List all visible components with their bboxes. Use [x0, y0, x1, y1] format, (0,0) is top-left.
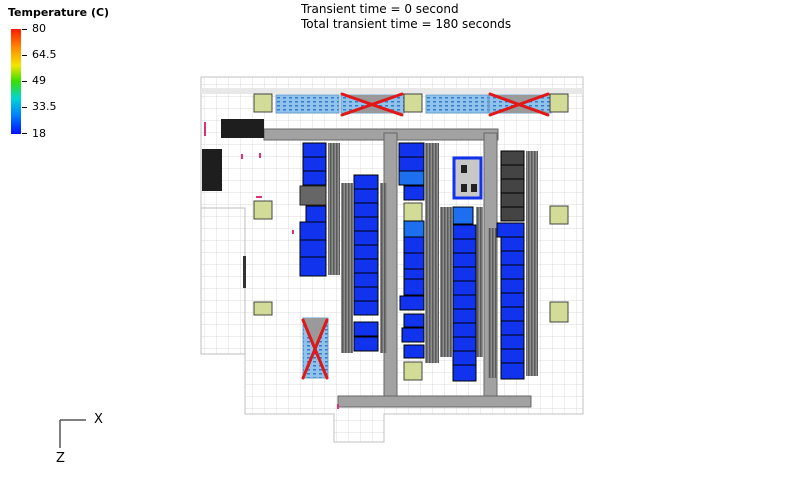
rack-row-4 [452, 156, 483, 382]
legend-tick-mark [22, 29, 27, 30]
disabled-markers [301, 92, 550, 380]
z-axis-label: Z [56, 451, 65, 466]
legend-tick-mark [22, 133, 27, 134]
legend-label-3: 49 [32, 74, 46, 87]
rack-row-2 [353, 174, 379, 352]
axis-gizmo [59, 419, 86, 448]
transient-time-label: Transient time = 0 second [301, 2, 459, 16]
total-transient-time-label: Total transient time = 180 seconds [301, 17, 512, 31]
legend-label-min: 18 [32, 127, 46, 140]
legend-title: Temperature (C) [8, 6, 110, 19]
rack-row-3 [398, 142, 425, 359]
rack-row-1 [299, 142, 327, 277]
x-axis-label: X [94, 412, 103, 427]
crac-units [253, 93, 569, 381]
rack-row-5 [496, 150, 525, 380]
temperature-color-scale [11, 29, 21, 134]
perforated-strips [328, 143, 538, 378]
legend-tick-mark [22, 107, 27, 108]
legend-label-max: 80 [32, 22, 46, 35]
dark-equipment [202, 119, 339, 409]
legend-tick-mark [22, 81, 27, 82]
legend-label-4: 33.5 [32, 100, 57, 113]
legend-tick-mark [22, 55, 27, 56]
legend-label-2: 64.5 [32, 48, 57, 61]
